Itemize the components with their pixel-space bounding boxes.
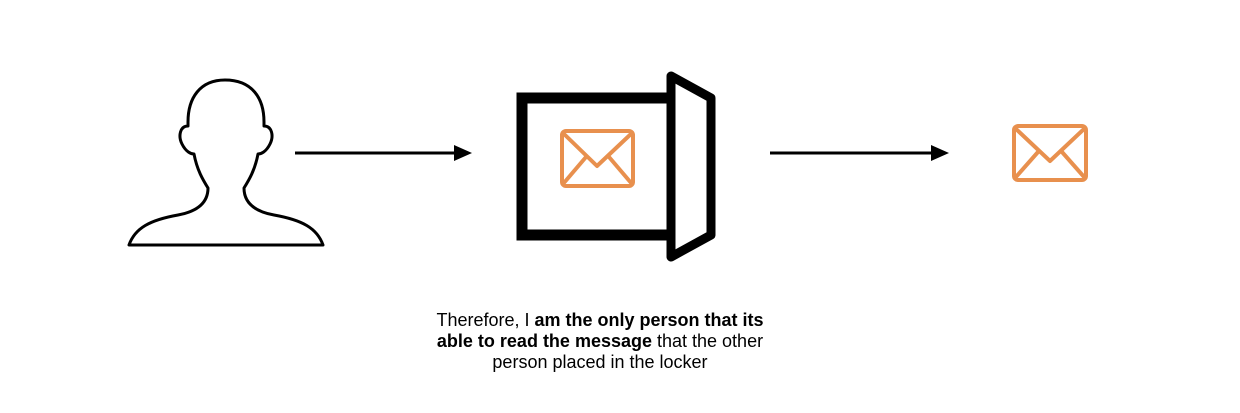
caption-line-2-bold: able to read the message — [436, 331, 652, 351]
caption-text: Therefore, I am the only person that its… — [340, 310, 860, 373]
envelope-icon — [1012, 124, 1088, 182]
caption-line-1: Therefore, I am the only person that its — [340, 310, 860, 331]
caption-line-1-bold: am the only person that its — [534, 310, 764, 330]
envelope-icon — [560, 129, 635, 188]
person-silhouette-icon — [127, 78, 325, 247]
arrow-right-icon — [770, 145, 949, 161]
caption-line-3: person placed in the locker — [340, 352, 860, 373]
arrow-right-icon — [295, 145, 472, 161]
caption-line-2-normal: that the other — [652, 331, 764, 351]
caption-line-2: able to read the message that the other — [340, 331, 860, 352]
caption-line-1-normal: Therefore, I — [436, 310, 535, 330]
locker-open-door-icon — [516, 71, 716, 262]
caption-line-3-normal: person placed in the locker — [492, 352, 708, 372]
